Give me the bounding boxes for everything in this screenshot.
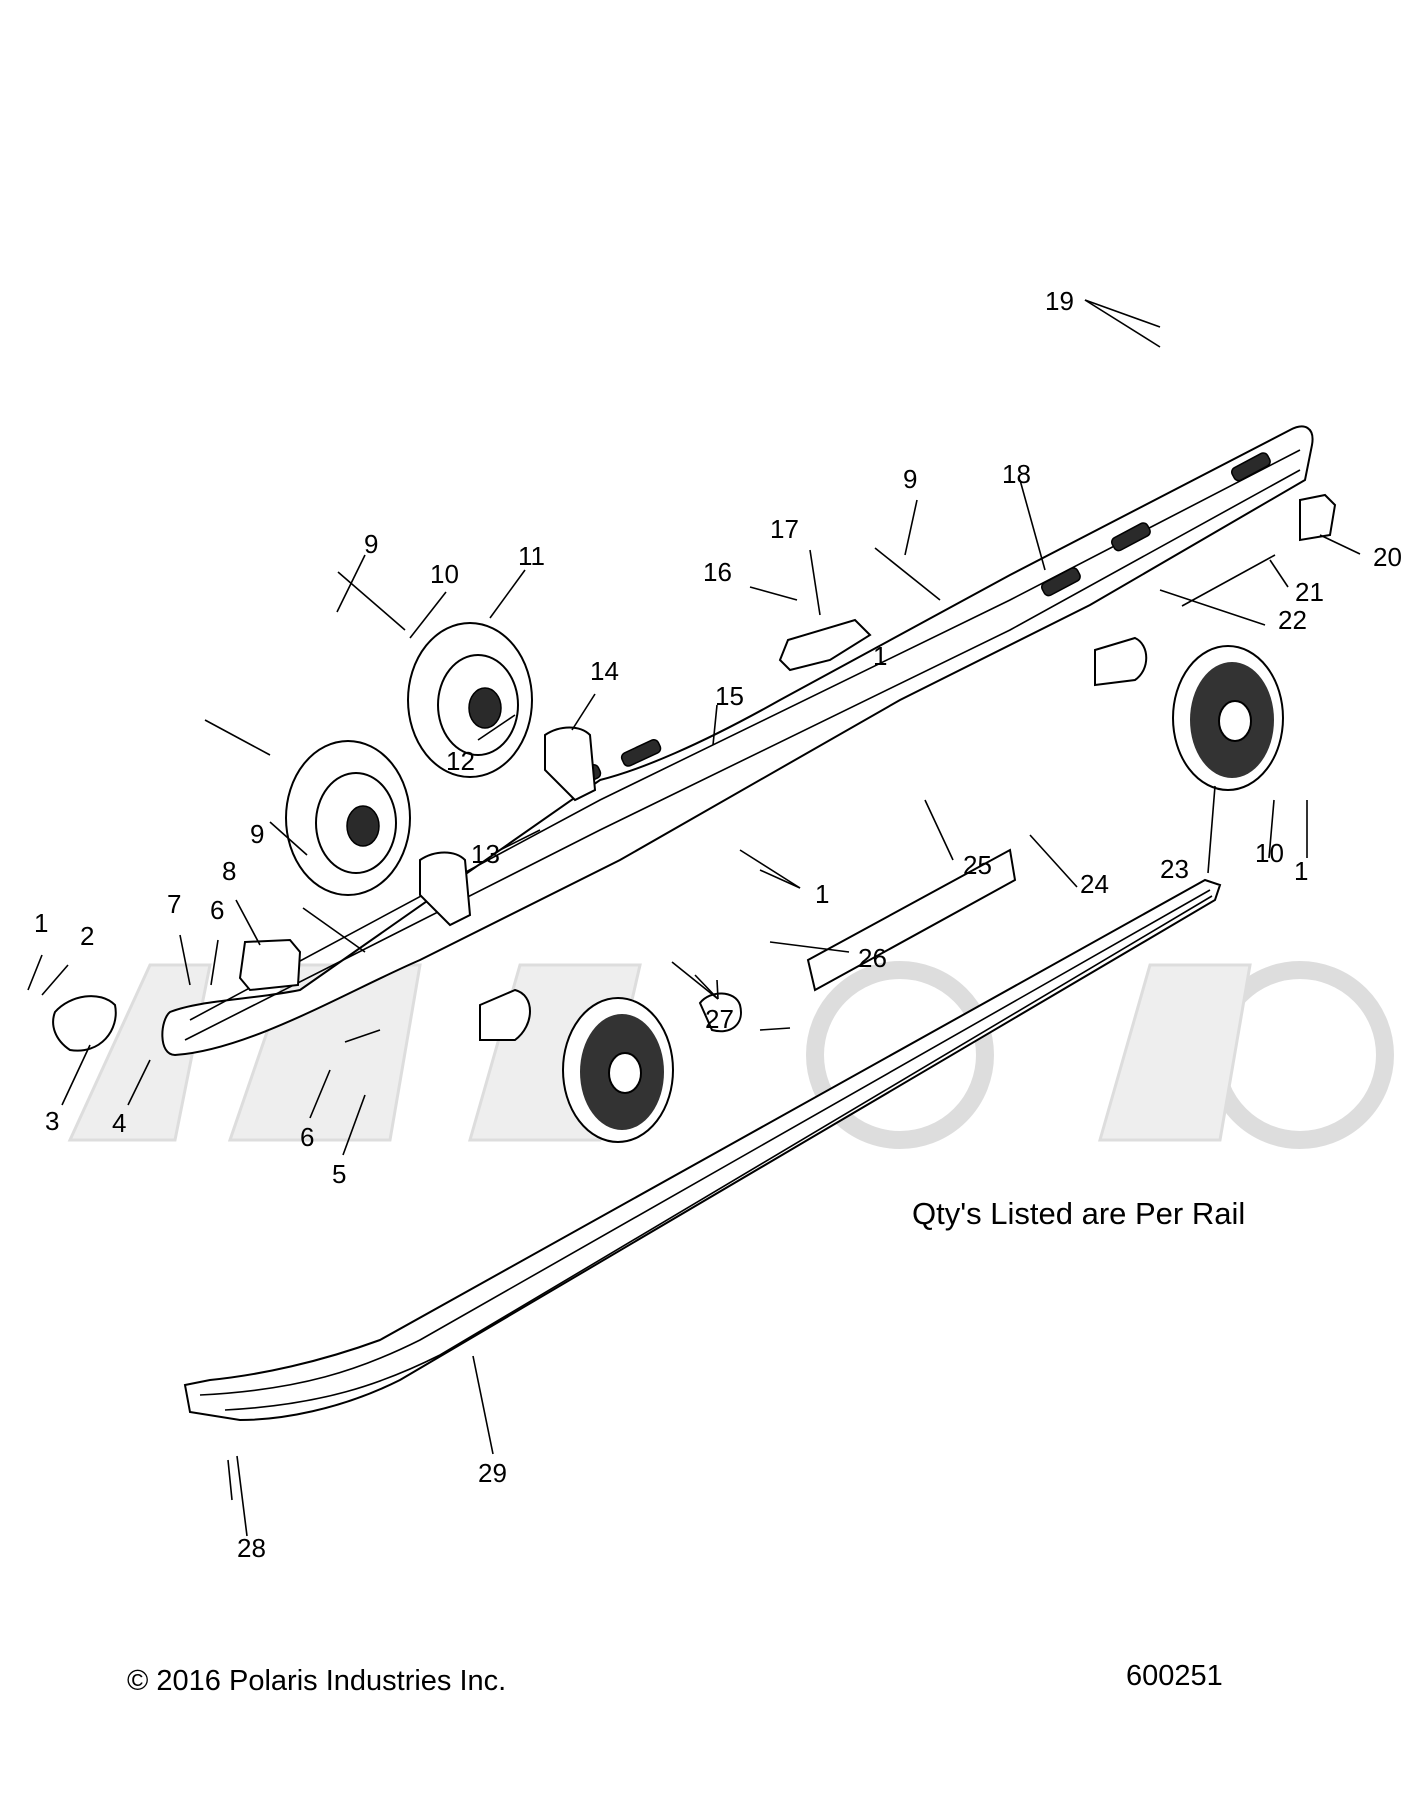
spoked-wheel-rear bbox=[1172, 645, 1284, 791]
callout-12: 12 bbox=[446, 746, 475, 776]
callout-27: 27 bbox=[705, 1004, 734, 1034]
callout-28: 28 bbox=[237, 1533, 266, 1563]
callout-17: 17 bbox=[770, 514, 799, 544]
callout-7: 7 bbox=[167, 889, 181, 919]
callout-2: 2 bbox=[80, 921, 94, 951]
copyright-text: © 2016 Polaris Industries Inc. bbox=[127, 1665, 507, 1697]
callout-21: 21 bbox=[1295, 577, 1324, 607]
idler-wheel-middle bbox=[285, 740, 411, 896]
small-parts bbox=[52, 493, 1337, 1501]
quantity-note: Qty's Listed are Per Rail bbox=[912, 1196, 1246, 1231]
callout-1: 1 bbox=[873, 641, 887, 671]
callout-14: 14 bbox=[590, 656, 619, 686]
spoked-wheel-front bbox=[562, 997, 674, 1143]
callout-23: 23 bbox=[1160, 854, 1189, 884]
idler-wheel-upper bbox=[407, 622, 533, 778]
callout-20: 20 bbox=[1373, 542, 1402, 572]
callout-9: 9 bbox=[250, 819, 264, 849]
slide-rail bbox=[183, 878, 1222, 1422]
callout-8: 8 bbox=[222, 856, 236, 886]
callout-3: 3 bbox=[45, 1106, 59, 1136]
callout-leaders bbox=[27, 299, 1361, 1537]
callout-labels: 1 2 3 4 5 6 6 7 8 9 9 9 10 10 11 12 13 1… bbox=[34, 286, 1402, 1563]
callout-11: 11 bbox=[518, 541, 545, 571]
callout-18: 18 bbox=[1002, 459, 1031, 489]
callout-15: 15 bbox=[715, 681, 744, 711]
callout-5: 5 bbox=[332, 1159, 346, 1189]
callout-1: 1 bbox=[1294, 856, 1308, 886]
callout-22: 22 bbox=[1278, 605, 1307, 635]
callout-19: 19 bbox=[1045, 286, 1074, 316]
callout-4: 4 bbox=[112, 1108, 126, 1138]
watermark bbox=[67, 961, 1394, 1149]
callout-10: 10 bbox=[1255, 838, 1284, 868]
callout-13: 13 bbox=[471, 839, 500, 869]
callout-25: 25 bbox=[963, 850, 992, 880]
figure-number: 600251 bbox=[1126, 1660, 1223, 1692]
callout-10: 10 bbox=[430, 559, 459, 589]
callout-1: 1 bbox=[34, 908, 48, 938]
callout-6: 6 bbox=[210, 895, 224, 925]
callout-24: 24 bbox=[1080, 869, 1109, 899]
callout-9: 9 bbox=[364, 529, 378, 559]
callout-29: 29 bbox=[478, 1458, 507, 1488]
callout-6: 6 bbox=[300, 1122, 314, 1152]
rail-frame bbox=[161, 425, 1314, 1057]
callout-9: 9 bbox=[903, 464, 917, 494]
callout-26: 26 bbox=[858, 943, 887, 973]
callout-1: 1 bbox=[815, 879, 829, 909]
callout-16: 16 bbox=[703, 557, 732, 587]
